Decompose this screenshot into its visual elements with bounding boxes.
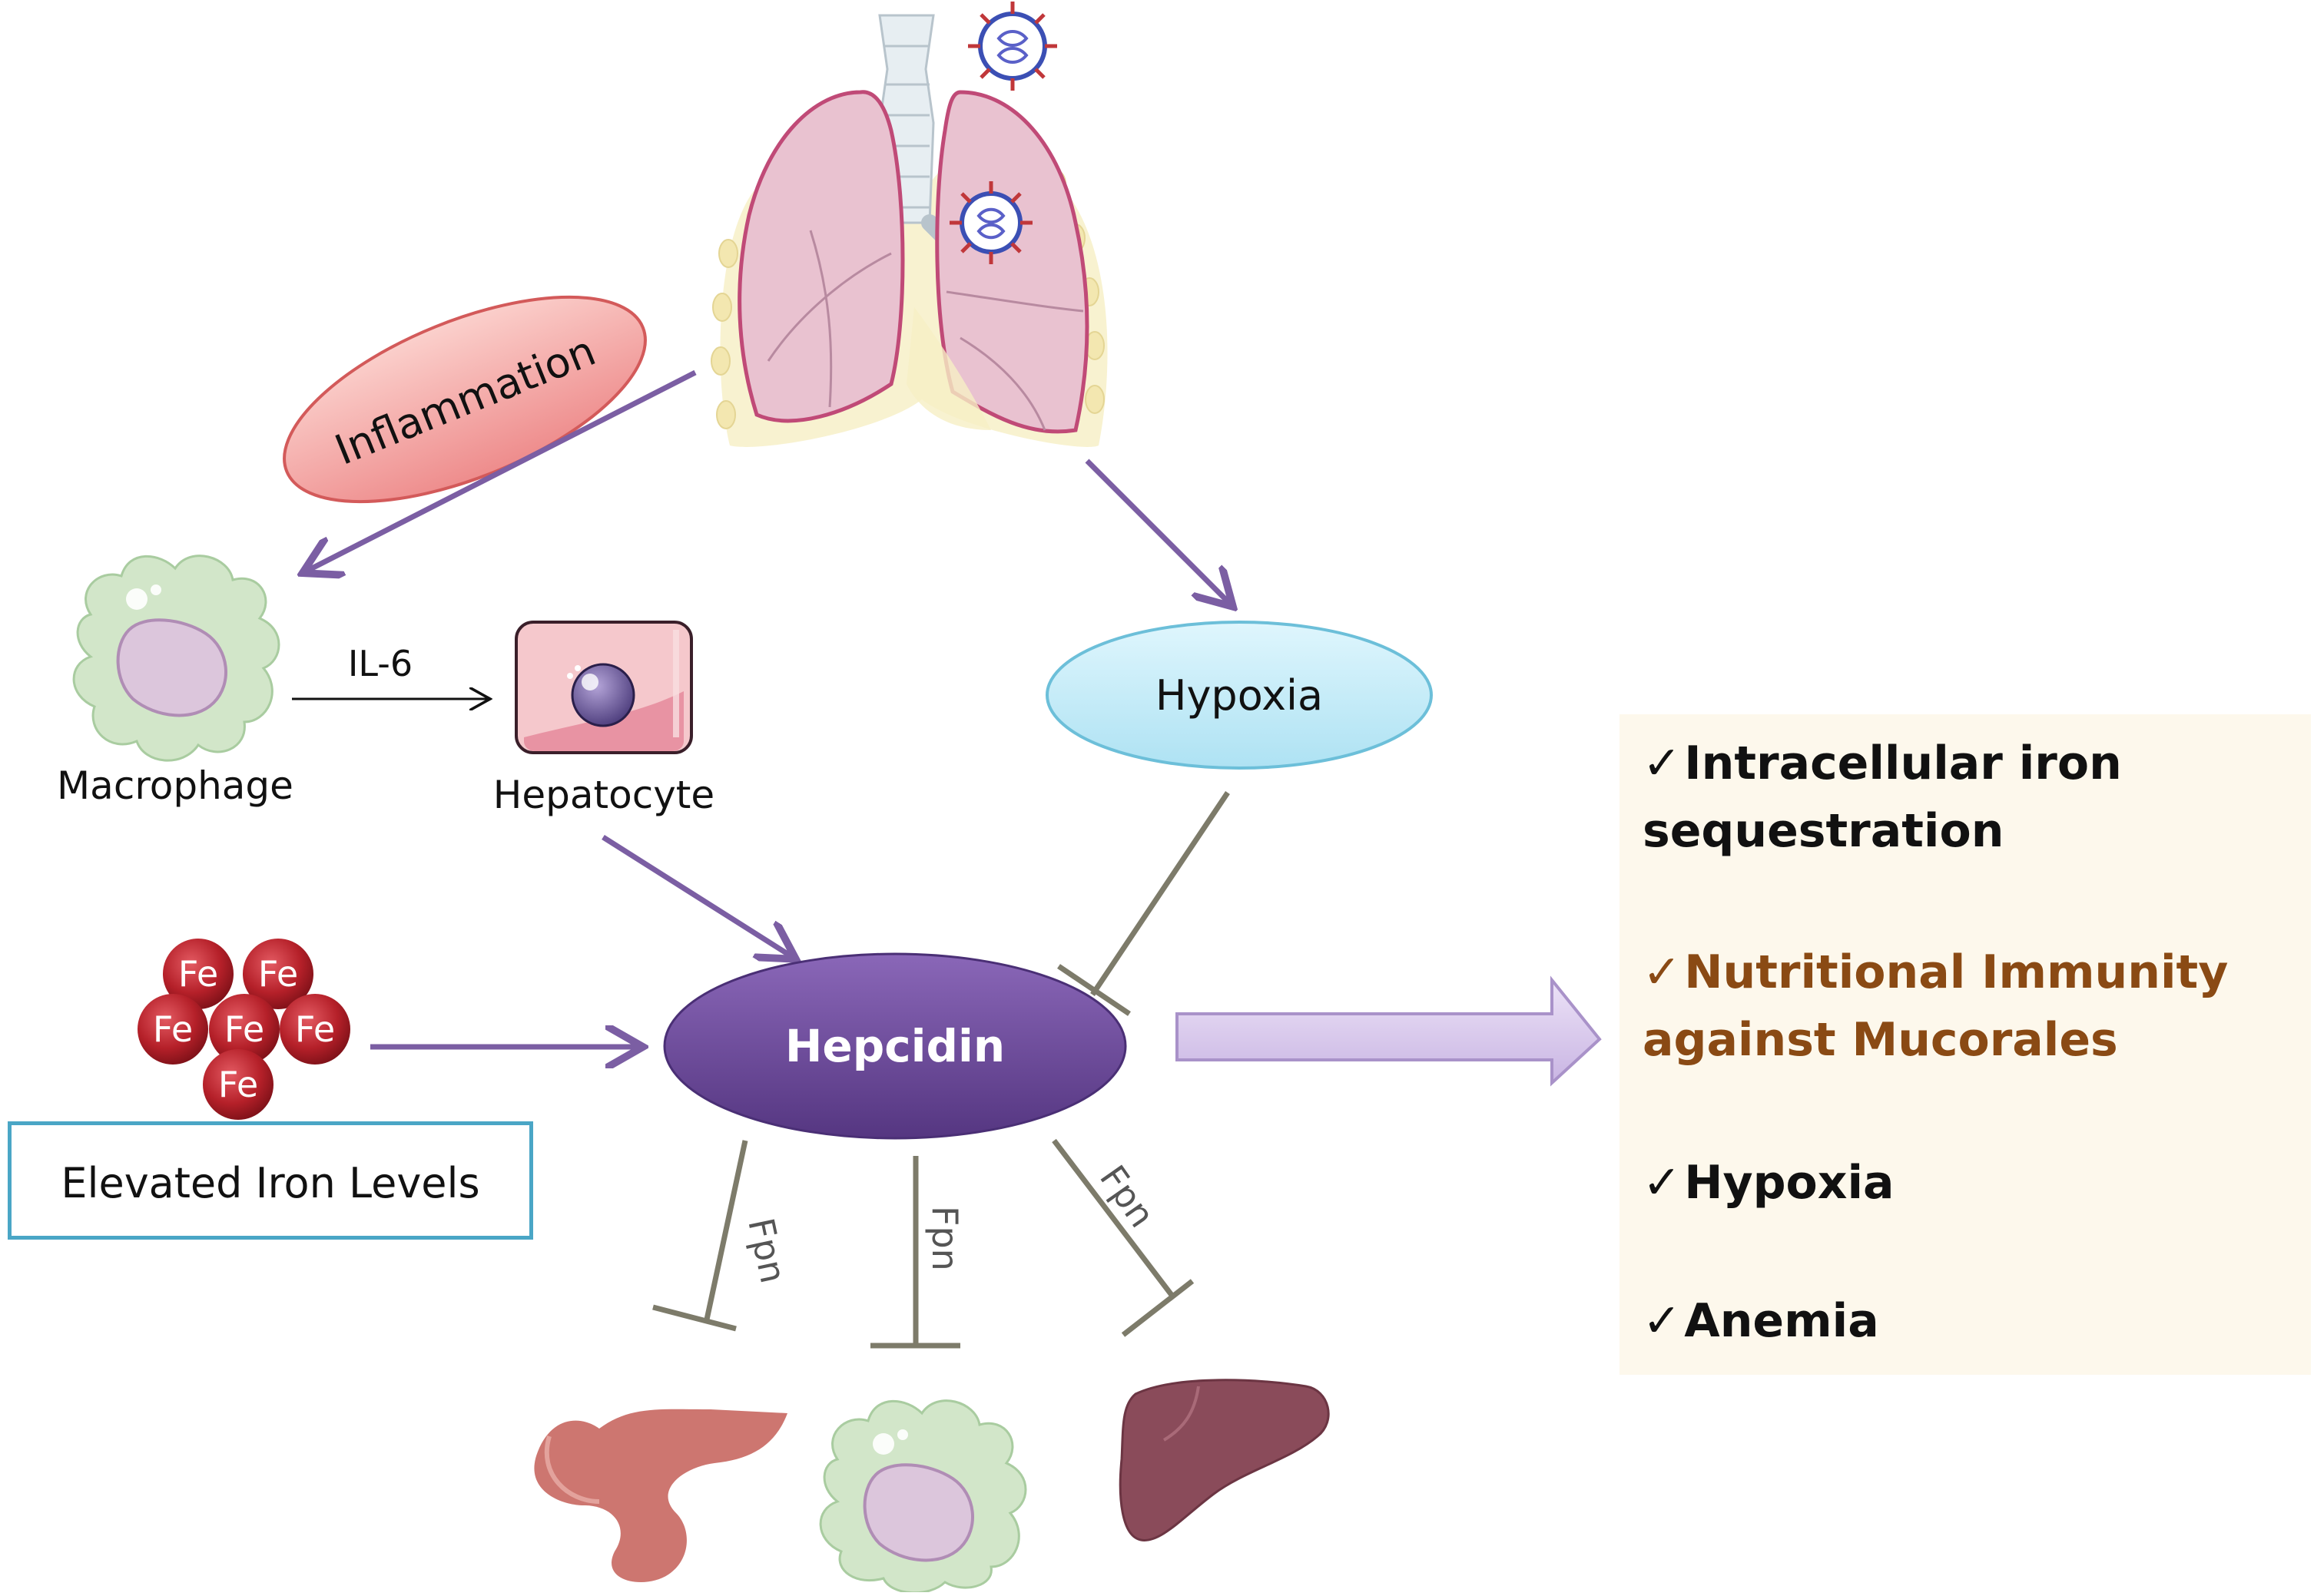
outcome-item: ✓Intracellular iron sequestration	[1643, 730, 2122, 865]
outcome-line2: against Mucorales	[1643, 1013, 2118, 1067]
liver-icon	[1119, 1379, 1330, 1541]
check-icon: ✓	[1643, 737, 1682, 790]
check-icon: ✓	[1643, 1156, 1682, 1210]
hypoxia-label: Hypoxia	[1155, 671, 1323, 720]
elevated-iron-box: Elevated Iron Levels	[8, 1121, 533, 1240]
fe-label-5: Fe	[295, 1008, 335, 1050]
fpn-label-1: Fpn	[740, 1214, 794, 1286]
inflammation-node: Inflammation	[283, 295, 647, 504]
outcome-arrow	[1175, 975, 1602, 1087]
outcome-line1: Anemia	[1684, 1294, 1879, 1348]
hypoxia-node: Hypoxia	[1046, 621, 1433, 770]
outcomes-panel: ✓Intracellular iron sequestration ✓Nutri…	[1619, 714, 2311, 1375]
arrow-lungs-to-hypoxia	[1085, 459, 1229, 603]
fe-label-3: Fe	[153, 1008, 193, 1050]
hepcidin-label: Hepcidin	[785, 1020, 1005, 1072]
fe-label-6: Fe	[218, 1064, 258, 1105]
iron-cluster-icon: Fe Fe Fe Fe Fe Fe	[138, 939, 350, 1120]
lungs-icon	[711, 14, 1108, 447]
hepatocyte-icon	[515, 621, 693, 754]
fe-label-4: Fe	[224, 1008, 264, 1050]
outcome-line1: Hypoxia	[1684, 1156, 1895, 1210]
fe-label-2: Fe	[258, 953, 298, 995]
arrow-lungs-to-macrophage	[307, 369, 697, 571]
intestine-icon	[534, 1409, 787, 1582]
macrophage-label: Macrophage	[57, 763, 293, 808]
fpn-label-3: Fpn	[1092, 1157, 1163, 1234]
outcome-line1: Intracellular iron	[1684, 737, 2122, 790]
outcome-item: ✓Nutritional Immunity against Mucorales	[1643, 939, 2228, 1074]
outcome-line2: sequestration	[1643, 804, 2004, 858]
fpn-inhibit-liver	[1052, 1138, 1195, 1337]
macrophage-icon	[72, 555, 280, 762]
inhibit-hypoxia-to-hepcidin	[1057, 791, 1230, 1016]
fpn-inhibit-macrophage	[870, 1156, 960, 1349]
outcome-item: ✓Anemia	[1643, 1287, 1879, 1355]
check-icon: ✓	[1643, 1294, 1682, 1348]
outcome-item: ✓Hypoxia	[1643, 1149, 1895, 1217]
outcome-line1: Nutritional Immunity	[1684, 945, 2229, 999]
elevated-iron-label: Elevated Iron Levels	[61, 1159, 480, 1207]
hepcidin-node: Hepcidin	[663, 952, 1127, 1140]
check-icon: ✓	[1643, 945, 1682, 999]
fe-label-1: Fe	[178, 953, 218, 995]
arrow-hepatocyte-to-hepcidin	[602, 835, 791, 956]
macrophage-bottom-icon	[819, 1399, 1027, 1594]
hepatocyte-label: Hepatocyte	[493, 773, 714, 817]
virus-icon	[950, 2, 1057, 264]
fpn-label-2: Fpn	[924, 1206, 966, 1271]
fpn-inhibit-intestine	[652, 1140, 748, 1332]
il6-label: IL-6	[348, 643, 413, 684]
